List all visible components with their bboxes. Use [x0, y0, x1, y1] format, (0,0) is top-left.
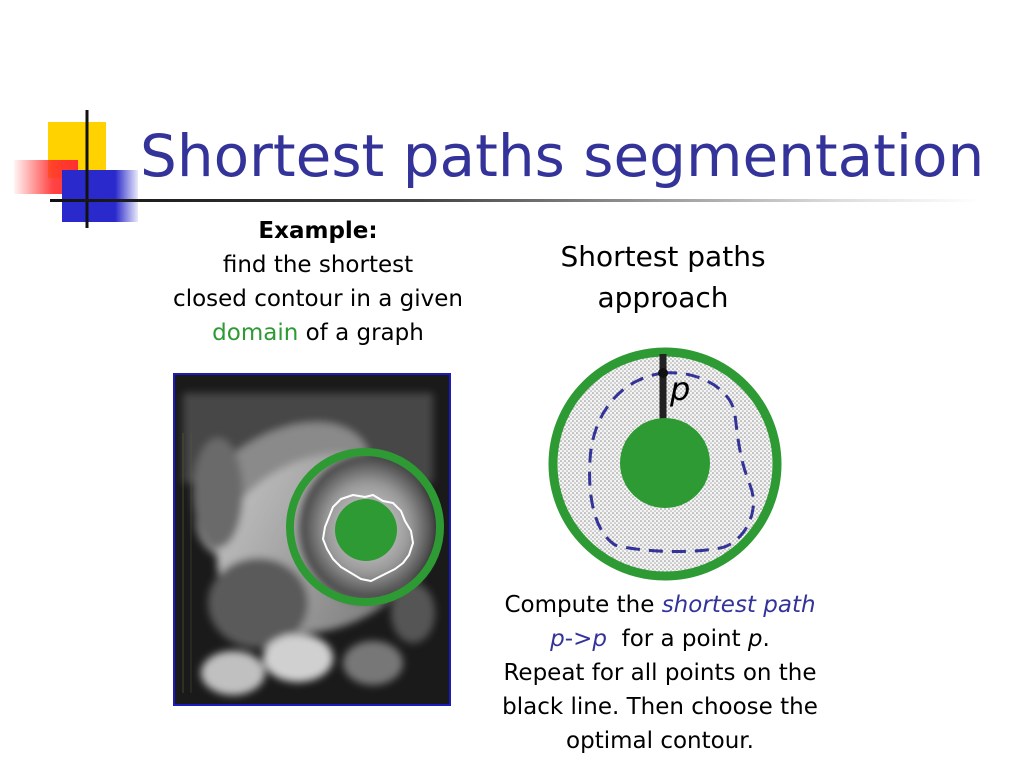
path-end: p: [592, 626, 607, 652]
example-heading: Example:: [258, 218, 378, 244]
point-p-label: p: [670, 370, 691, 408]
title-ornament: [14, 110, 138, 228]
mri-image: [173, 373, 451, 706]
point-name: p: [747, 626, 763, 652]
compute-line-4: black line. Then choose the: [502, 694, 818, 720]
example-text: Example: find the shortest closed contou…: [148, 214, 488, 350]
approach-line-1: Shortest paths: [560, 240, 766, 273]
compute-text: Compute the shortest path p->p for a poi…: [470, 588, 850, 758]
example-line-3: domain of a graph: [148, 316, 488, 350]
compute-period: .: [762, 626, 770, 652]
compute-prefix: Compute the: [504, 592, 662, 618]
example-line-2: closed contour in a given: [173, 286, 463, 312]
example-line-3-rest: of a graph: [298, 320, 424, 346]
approach-line-2: approach: [597, 281, 729, 314]
path-arrow: ->: [564, 626, 593, 652]
shortest-path-diagram: [548, 347, 782, 581]
compute-line-5: optimal contour.: [566, 728, 754, 754]
point-p-marker: [658, 368, 668, 378]
title-divider: [50, 199, 980, 202]
compute-line-3: Repeat for all points on the: [503, 660, 817, 686]
compute-line-1: Compute the shortest path: [470, 588, 850, 622]
domain-word: domain: [212, 320, 299, 346]
slide-title: Shortest paths segmentation: [140, 122, 985, 190]
approach-heading: Shortest paths approach: [528, 236, 798, 318]
path-start: p: [550, 626, 565, 652]
shortest-path-emphasis: shortest path: [661, 592, 816, 618]
compute-mid: for a point: [606, 626, 748, 652]
compute-line-2: p->p for a point p.: [470, 622, 850, 656]
example-line-1: find the shortest: [222, 252, 414, 278]
